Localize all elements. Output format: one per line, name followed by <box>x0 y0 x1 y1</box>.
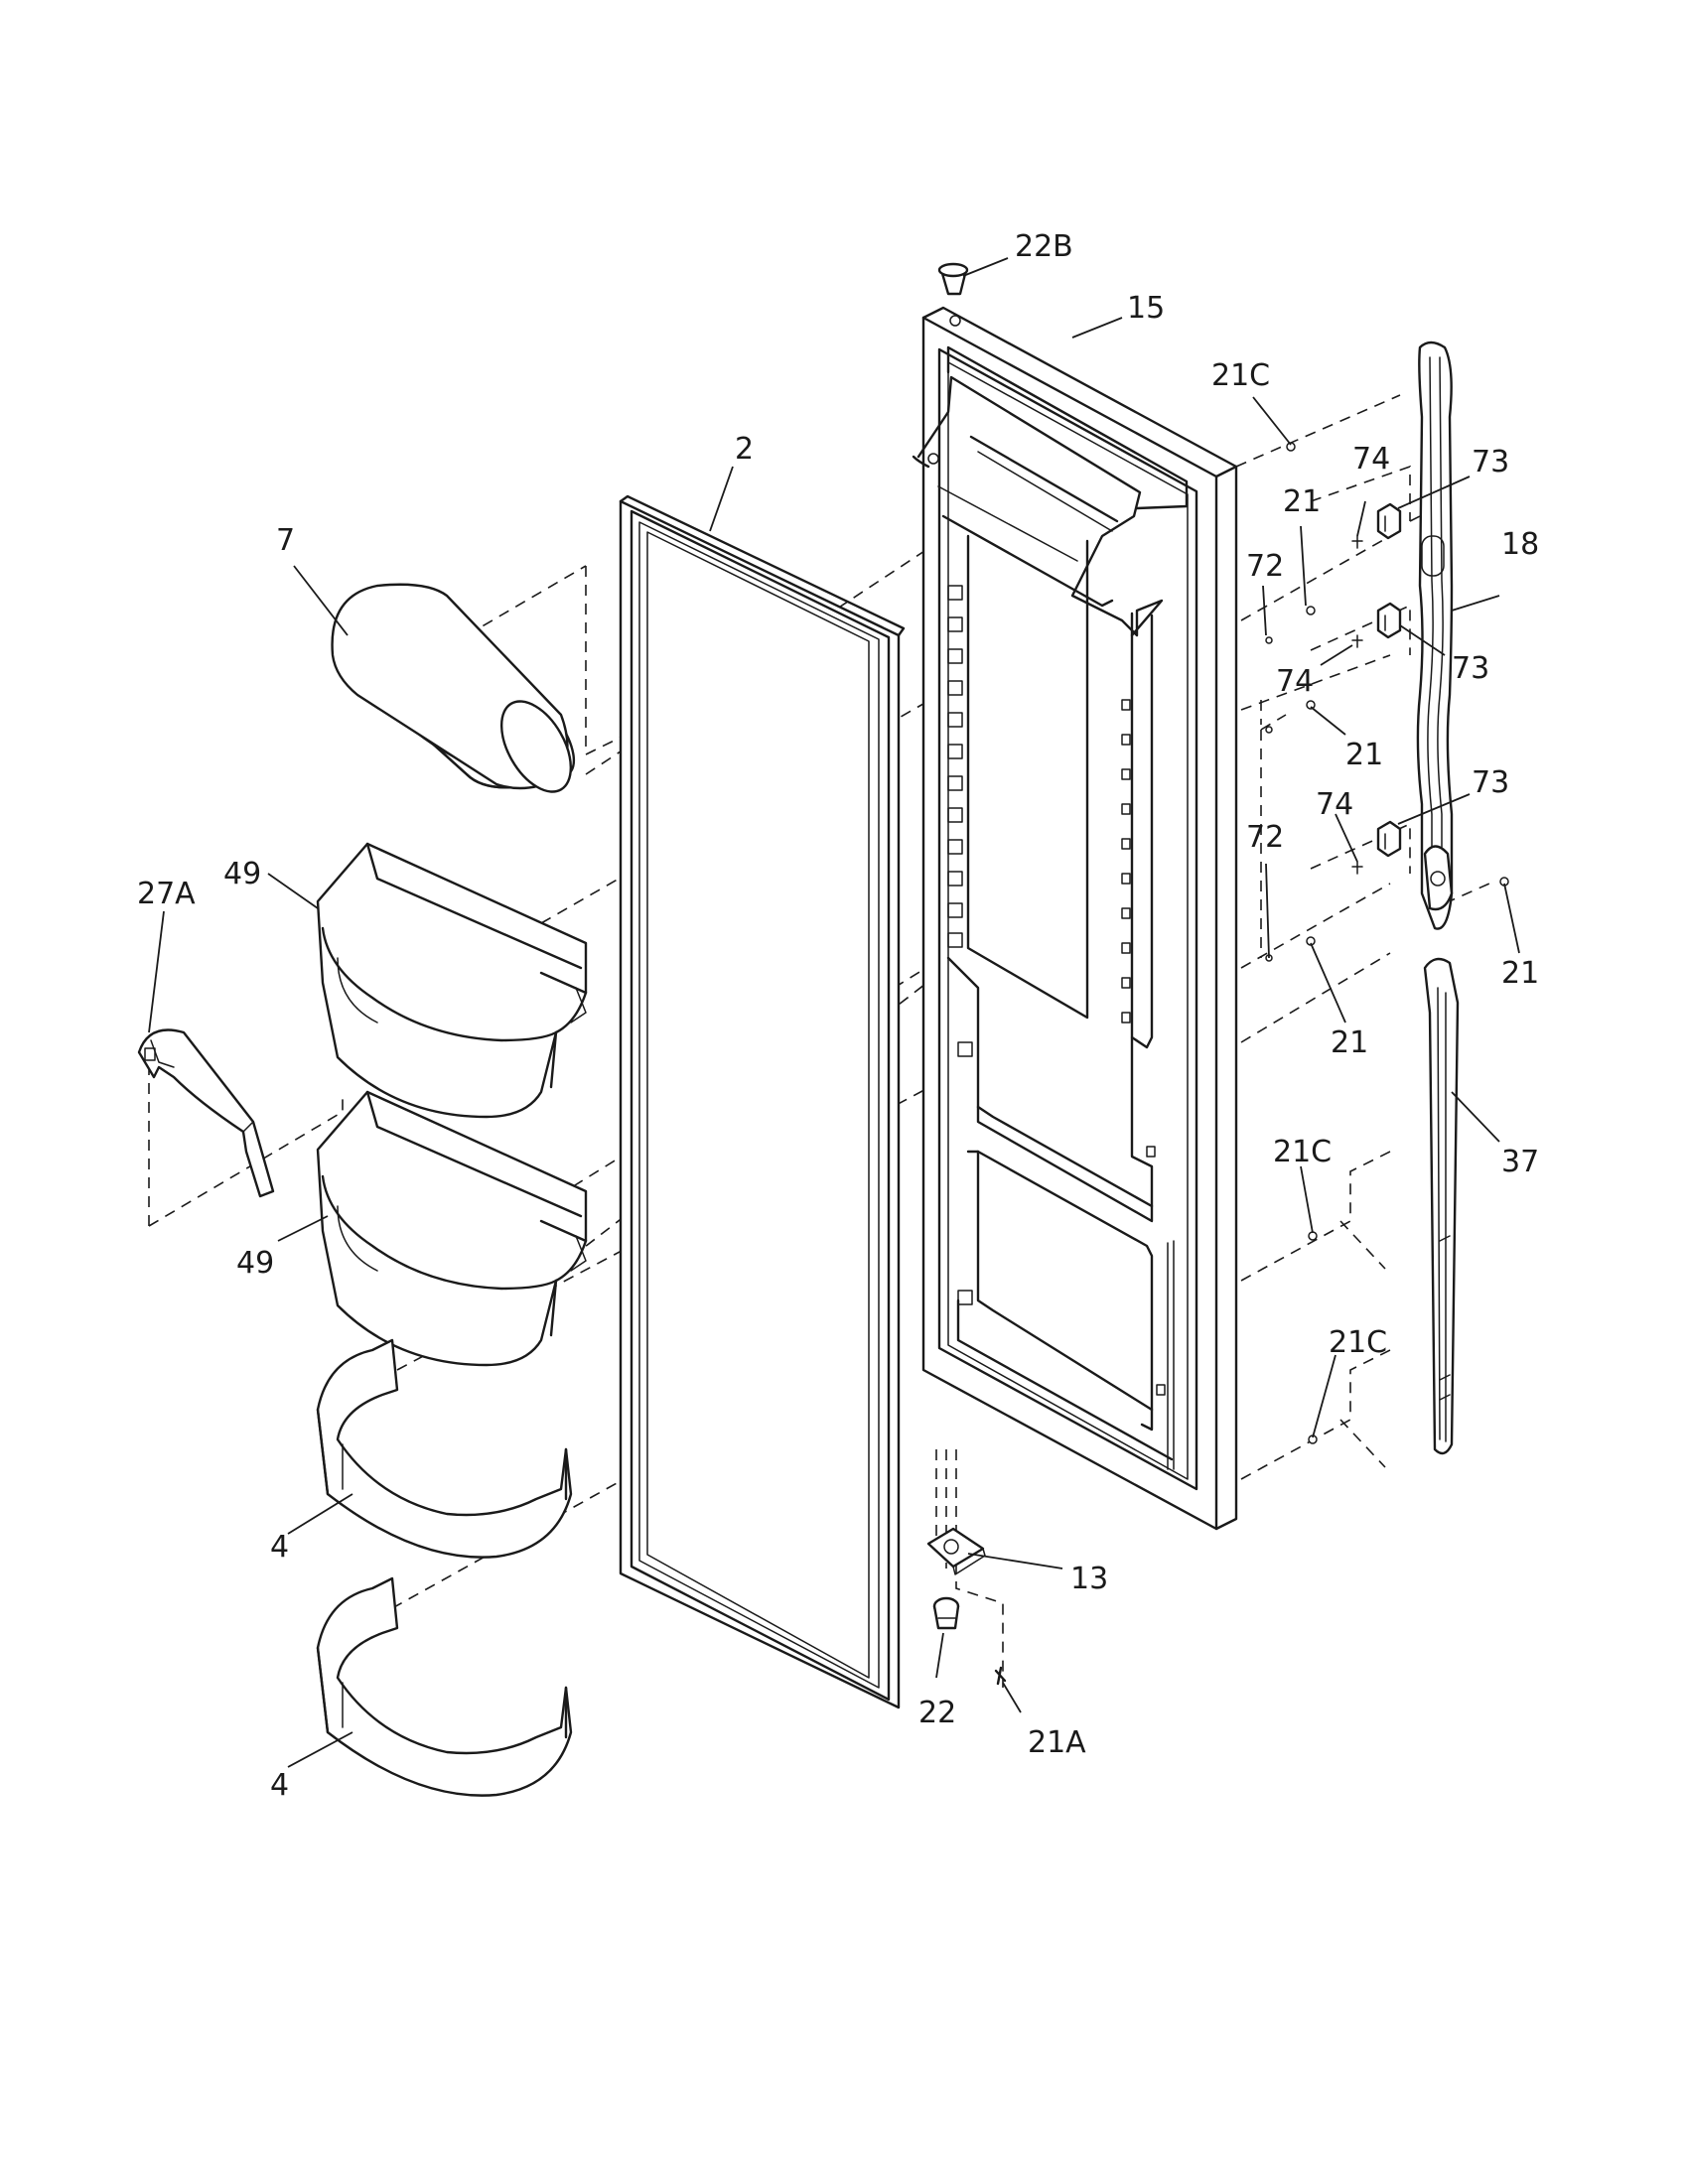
part-7-cylinder <box>331 583 576 793</box>
part-73-clip-low <box>1376 820 1402 858</box>
callout-15: 15 <box>1127 291 1165 326</box>
callout-74-a: 74 <box>1352 442 1390 477</box>
part-37-trim <box>1423 957 1460 1455</box>
callout-13: 13 <box>1070 1562 1108 1596</box>
callout-labels: 22B 15 21C 2 74 73 7 21 18 72 74 73 21 7… <box>137 229 1539 1803</box>
callout-74-b: 74 <box>1276 664 1314 699</box>
callout-4-b: 4 <box>270 1768 289 1803</box>
callout-22B: 22B <box>1015 229 1073 264</box>
callout-21A: 21A <box>1028 1725 1086 1760</box>
callout-49-b: 49 <box>236 1246 274 1281</box>
callout-21-b: 21 <box>1345 738 1383 772</box>
part-18-handle <box>1416 341 1454 930</box>
part-27A-bracket <box>137 1028 275 1198</box>
callout-73-c: 73 <box>1472 765 1509 800</box>
part-15-door-liner <box>912 306 1238 1531</box>
callout-72-b: 72 <box>1246 820 1284 855</box>
callout-21C-mid: 21C <box>1273 1135 1332 1169</box>
leader-lines <box>148 257 1520 1768</box>
callout-73-a: 73 <box>1472 445 1509 479</box>
part-22-bushing <box>932 1596 960 1630</box>
callout-22: 22 <box>918 1696 956 1730</box>
callout-72-a: 72 <box>1246 549 1284 584</box>
part-73-clip-top <box>1376 502 1402 540</box>
callout-21C-low: 21C <box>1329 1325 1387 1360</box>
part-22B-bushing <box>937 262 969 296</box>
part-73-clip-mid <box>1376 602 1402 639</box>
part-4-bin-lower <box>316 1576 573 1797</box>
part-2-gasket <box>619 494 906 1709</box>
callout-21C-top: 21C <box>1211 358 1270 393</box>
part-21A-screw <box>994 1666 1007 1686</box>
callout-21-c: 21 <box>1501 956 1539 991</box>
callout-49-a: 49 <box>223 857 261 891</box>
callout-21-a: 21 <box>1283 484 1321 519</box>
part-49-bin-lower <box>316 1090 588 1367</box>
callout-27A: 27A <box>137 877 196 911</box>
shelf-pegs <box>947 585 973 1305</box>
callout-2: 2 <box>735 432 754 467</box>
part-4-bin-upper <box>316 1338 573 1559</box>
callout-21-d: 21 <box>1331 1025 1368 1060</box>
callout-73-b: 73 <box>1452 651 1489 686</box>
callout-37: 37 <box>1501 1145 1539 1179</box>
shelf-pegs-right <box>1121 699 1166 1396</box>
fasteners <box>1265 442 1509 1444</box>
part-49-bin-upper <box>316 842 588 1119</box>
callout-7: 7 <box>276 523 295 558</box>
callout-4-a: 4 <box>270 1530 289 1565</box>
part-13-hinge <box>926 1527 986 1575</box>
callout-74-c: 74 <box>1316 787 1353 822</box>
callout-18: 18 <box>1501 527 1539 562</box>
